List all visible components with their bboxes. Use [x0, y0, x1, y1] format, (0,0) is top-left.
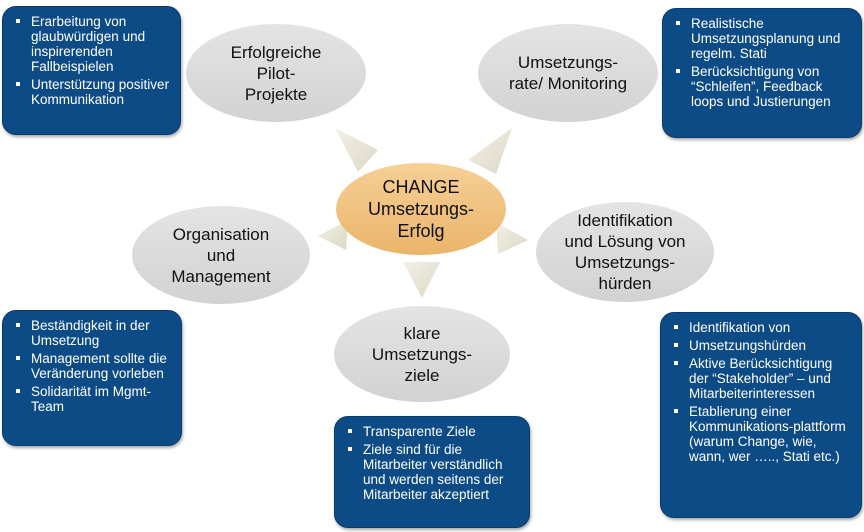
center-line-3: Erfolg — [397, 221, 445, 241]
oval-huerden: Identifikation und Lösung von Umsetzungs… — [536, 202, 714, 302]
box-huerden-item: Etablierung einer Kommunikations-plattfo… — [669, 404, 853, 464]
box-organisation: Beständigkeit in der Umsetzung Managemen… — [2, 310, 182, 446]
organisation-line-2: und — [206, 245, 236, 265]
box-pilot: Erarbeitung von glaubwürdigen und inspir… — [2, 6, 181, 135]
box-huerden: Identifikation von Umsetzungshürden Akti… — [660, 312, 862, 518]
box-organisation-item: Management sollte die Veränderung vorleb… — [11, 351, 173, 381]
center-oval: CHANGE Umsetzungs- Erfolg — [336, 163, 506, 255]
box-organisation-item: Solidarität im Mgmt-Team — [11, 384, 173, 414]
oval-pilot-projekte: Erfolgreiche Pilot- Projekte — [186, 24, 366, 122]
pilot-line-2: Pilot- — [256, 63, 296, 83]
oval-organisation: Organisation und Management — [132, 206, 310, 304]
oval-monitoring: Umsetzungs- rate/ Monitoring — [478, 24, 658, 122]
arrow-to-organisation — [318, 220, 348, 250]
box-monitoring-item: Realistische Umsetzungsplanung und regel… — [671, 16, 853, 61]
arrow-to-monitoring — [468, 128, 512, 174]
box-monitoring: Realistische Umsetzungsplanung und regel… — [662, 8, 862, 138]
ziele-line-3: ziele — [404, 365, 440, 385]
center-line-1: CHANGE — [382, 177, 460, 197]
box-huerden-item: Identifikation von — [669, 320, 853, 335]
ziele-line-1: klare — [403, 323, 441, 343]
huerden-line-4: hürden — [598, 274, 652, 293]
box-organisation-item: Beständigkeit in der Umsetzung — [11, 318, 173, 348]
huerden-line-2: und Lösung von — [564, 232, 686, 251]
monitoring-line-1: Umsetzungs- — [517, 53, 619, 72]
box-monitoring-item: Berücksichtigung von “Schleifen”, Feedba… — [671, 64, 853, 109]
box-pilot-item: Erarbeitung von glaubwürdigen und inspir… — [11, 14, 172, 74]
box-ziele-item: Ziele sind für die Mitarbeiter verständl… — [343, 442, 521, 502]
pilot-line-3: Projekte — [244, 84, 308, 104]
huerden-line-1: Identifikation — [577, 211, 673, 230]
huerden-line-3: Umsetzungs- — [574, 253, 676, 272]
pilot-line-1: Erfolgreiche — [230, 42, 322, 62]
ziele-line-2: Umsetzungs- — [371, 344, 473, 364]
organisation-line-3: Management — [171, 266, 271, 286]
monitoring-line-2: rate/ Monitoring — [508, 74, 628, 93]
oval-ziele: klare Umsetzungs- ziele — [334, 306, 510, 402]
organisation-line-1: Organisation — [172, 224, 270, 244]
arrow-to-huerden — [496, 222, 528, 254]
box-pilot-item: Unterstützung positiver Kommunikation — [11, 77, 172, 107]
box-huerden-item: Umsetzungshürden — [669, 338, 853, 353]
box-huerden-item: Aktive Berücksichtigung der “Stakeholder… — [669, 356, 853, 401]
center-line-2: Umsetzungs- — [367, 199, 475, 219]
box-ziele: Transparente Ziele Ziele sind für die Mi… — [334, 416, 530, 528]
arrow-to-ziele — [403, 262, 440, 298]
arrow-to-pilot — [335, 128, 378, 172]
box-ziele-item: Transparente Ziele — [343, 424, 521, 439]
